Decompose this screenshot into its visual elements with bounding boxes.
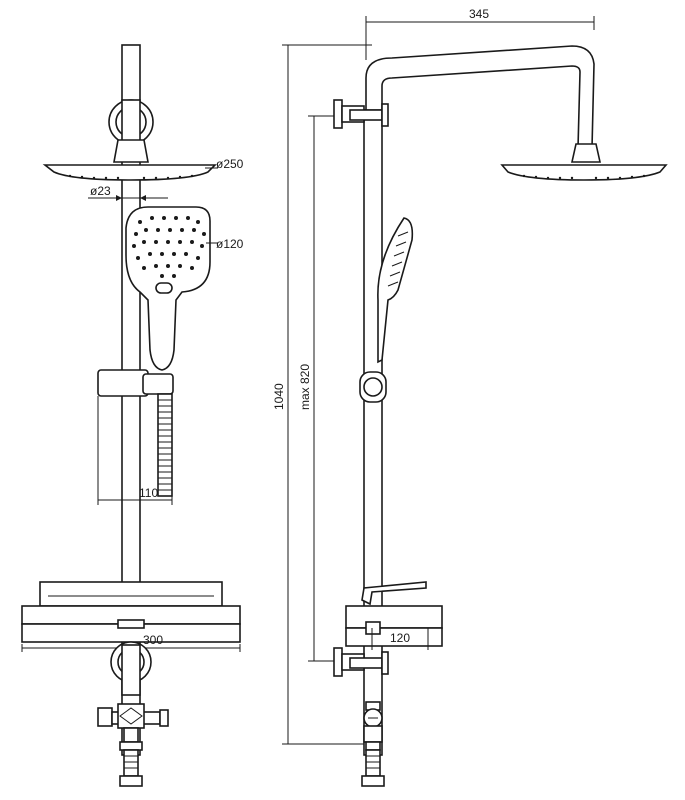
side-rain-head — [500, 143, 668, 181]
side-top-wall-bracket — [333, 99, 389, 129]
side-diverter-valve — [361, 701, 385, 787]
front-slider-holder — [142, 373, 174, 395]
side-slider-knob — [359, 371, 387, 403]
side-mixer — [345, 581, 443, 647]
front-hose — [157, 393, 173, 497]
shelf-width-label: 300 — [143, 633, 163, 647]
front-head-connector — [113, 139, 149, 163]
front-view: ø250 ø23 ø120 — [21, 44, 244, 787]
arm-length-label: 345 — [469, 7, 489, 21]
hand-shower-button — [155, 282, 173, 294]
front-bottom-connector — [119, 727, 143, 787]
side-bottom-wall-bracket — [333, 647, 389, 677]
front-hand-shower — [125, 206, 211, 371]
total-height-label: 1040 — [272, 383, 286, 410]
front-rain-head-nozzles — [68, 174, 194, 180]
side-shower-arm — [365, 45, 595, 149]
side-hand-shower — [377, 217, 414, 364]
front-shelf — [21, 581, 241, 643]
hand-diameter-label: ø120 — [216, 237, 244, 251]
slider-height-label: max 820 — [298, 364, 312, 410]
spout-length-label: 120 — [390, 631, 410, 645]
front-diverter-valve — [97, 703, 169, 729]
side-view: 345 1040 max 820 — [272, 7, 668, 787]
front-rain-head — [42, 164, 217, 181]
pipe-diameter-label: ø23 — [90, 184, 111, 198]
hose-offset-label: 110 — [139, 486, 158, 500]
front-slider-bracket — [97, 369, 149, 397]
head-diameter-label: ø250 — [216, 157, 244, 171]
